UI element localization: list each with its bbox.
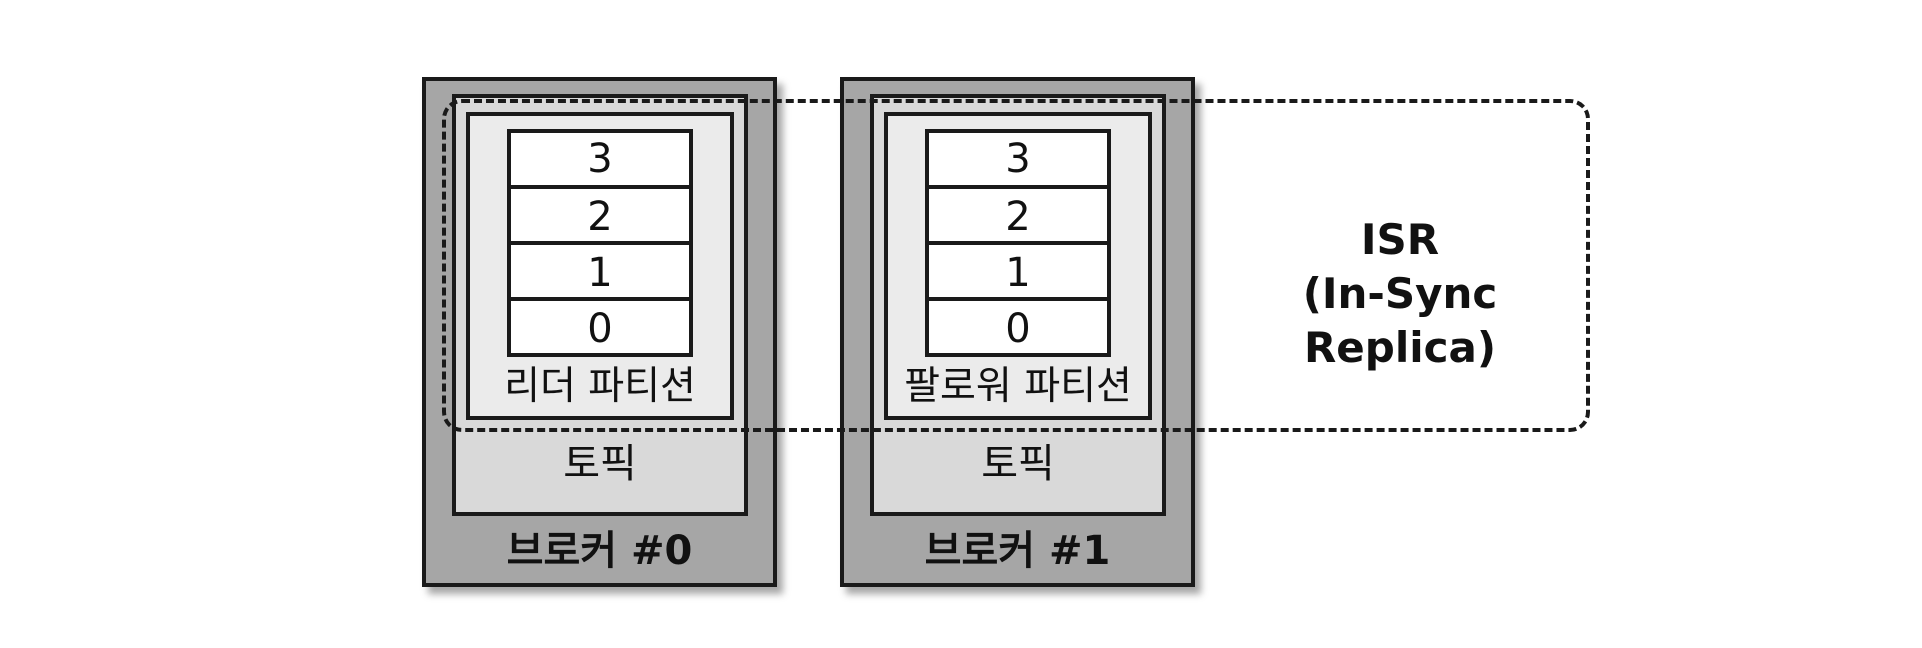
broker-label: 브로커 #1 — [924, 528, 1111, 574]
partition-label: 팔로워 파티션 — [904, 364, 1132, 409]
isr-title: ISR — [1360, 215, 1440, 264]
offset-cell: 3 — [587, 136, 613, 182]
isr-label: ISR (In-Sync Replica) — [1200, 213, 1600, 375]
offset-cell: 2 — [511, 185, 689, 241]
offset-cell: 1 — [511, 241, 689, 297]
isr-subtitle: (In-Sync Replica) — [1302, 269, 1498, 372]
offset-stack: 3 2 1 0 — [507, 129, 693, 357]
broker-label: 브로커 #0 — [506, 528, 693, 574]
offset-cell: 0 — [929, 297, 1107, 353]
offset-cell: 3 — [1005, 136, 1031, 182]
offset-cell: 1 — [929, 241, 1107, 297]
broker-0: 3 2 1 0 리더 파티션 토픽 브로커 #0 — [422, 77, 777, 587]
follower-partition: 3 2 1 0 팔로워 파티션 — [884, 112, 1152, 420]
offset-cell: 0 — [511, 297, 689, 353]
partition-label: 리더 파티션 — [504, 364, 696, 409]
leader-partition: 3 2 1 0 리더 파티션 — [466, 112, 734, 420]
offset-stack: 3 2 1 0 — [925, 129, 1111, 357]
topic-label: 토픽 — [981, 441, 1055, 487]
topic-box: 3 2 1 0 팔로워 파티션 토픽 — [870, 94, 1166, 516]
offset-cell: 2 — [929, 185, 1107, 241]
topic-box: 3 2 1 0 리더 파티션 토픽 — [452, 94, 748, 516]
topic-label: 토픽 — [563, 441, 637, 487]
broker-1: 3 2 1 0 팔로워 파티션 토픽 브로커 #1 — [840, 77, 1195, 587]
